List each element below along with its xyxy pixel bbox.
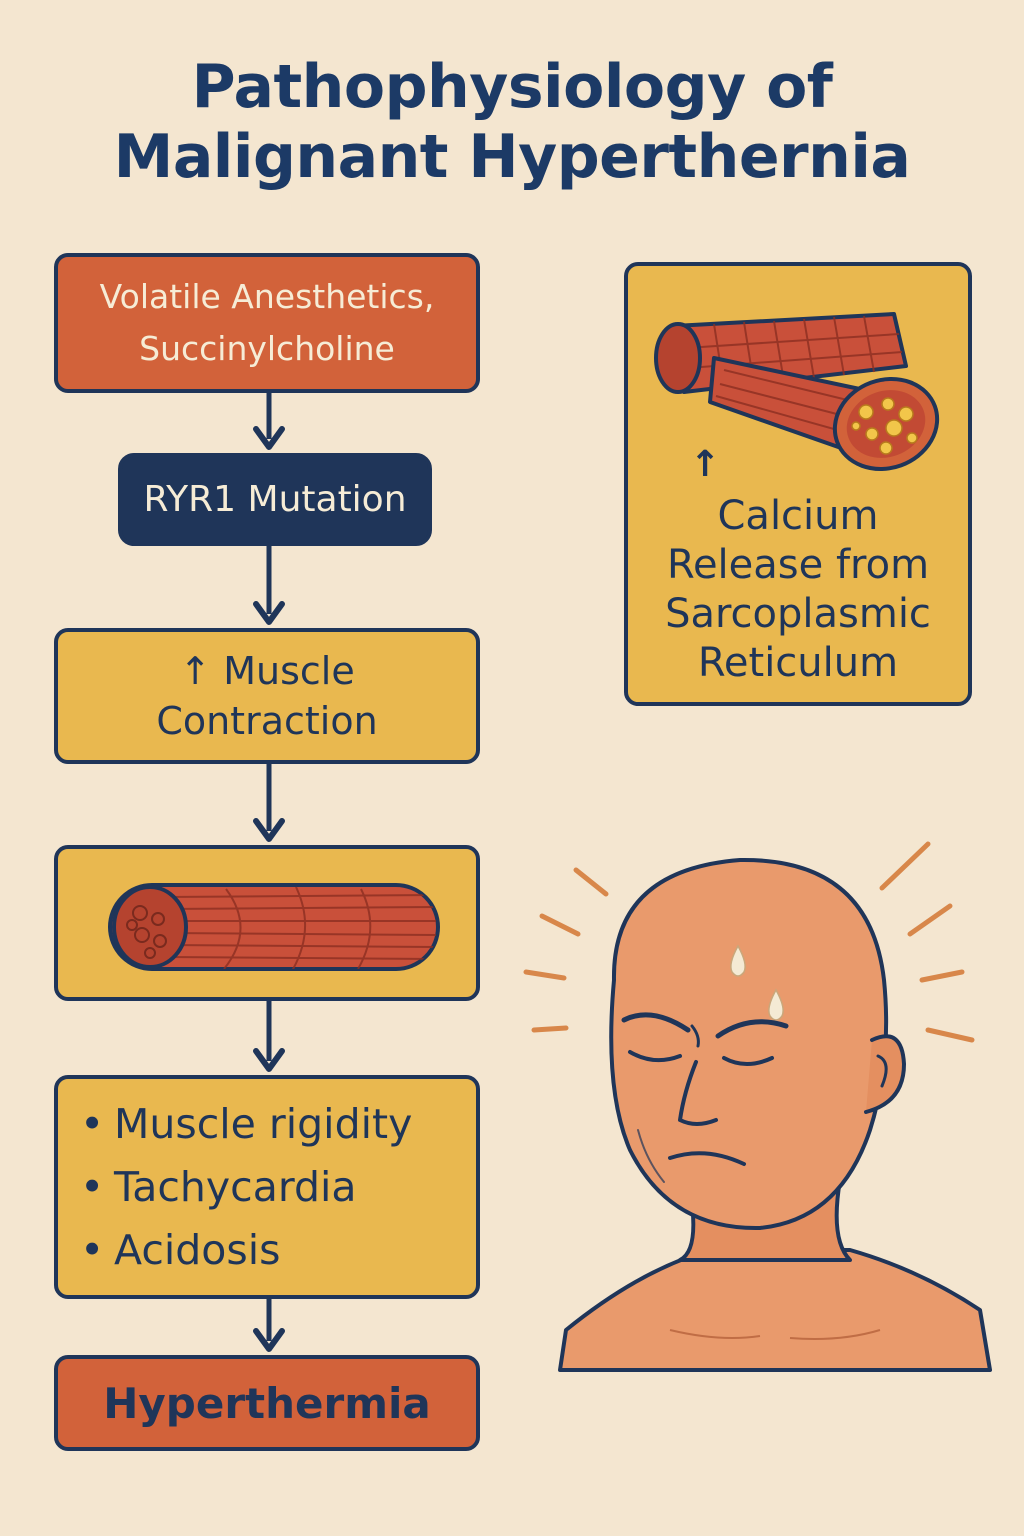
title-line-1: Pathophysiology of <box>191 52 833 122</box>
muscle-fiber-box <box>54 845 480 1001</box>
down-arrow-icon <box>253 1001 285 1072</box>
calcium-line-3: Sarcoplasmic <box>665 591 931 637</box>
sweat-drop <box>730 944 746 977</box>
sweat-drop <box>768 988 784 1021</box>
page-title: Pathophysiology of Malignant Hypertherni… <box>0 52 1024 192</box>
trigger-box: Volatile Anesthetics, Succinylcholine <box>54 253 480 393</box>
muscle-fiber-icon <box>108 883 440 971</box>
heat-lines <box>523 841 975 1043</box>
calcium-label: Calcium Release from Sarcoplasmic Reticu… <box>628 492 968 688</box>
ryr1-mutation-box: RYR1 Mutation <box>118 453 432 546</box>
down-arrow-icon <box>253 764 285 842</box>
contraction-line-1: ↑ Muscle <box>179 649 355 693</box>
title-line-2: Malignant Hyperthernia <box>113 122 911 192</box>
symptoms-list: Muscle rigidity Tachycardia Acidosis <box>58 1093 412 1282</box>
down-arrow-icon <box>253 393 285 450</box>
trigger-line-2: Succinylcholine <box>139 329 395 368</box>
hyperthermia-box: Hyperthermia <box>54 1355 480 1451</box>
increase-arrow: ↑ <box>690 444 721 485</box>
calcium-line-2: Release from <box>666 542 930 588</box>
muscle-cross-section-icon <box>654 312 940 472</box>
symptom-item: Acidosis <box>80 1219 412 1282</box>
calcium-line-1: Calcium <box>717 493 879 539</box>
symptom-item: Tachycardia <box>80 1156 412 1219</box>
contraction-line-2: Contraction <box>156 699 378 743</box>
symptom-item: Muscle rigidity <box>80 1093 412 1156</box>
symptoms-box: Muscle rigidity Tachycardia Acidosis <box>54 1075 480 1299</box>
muscle-contraction-box: ↑ Muscle Contraction <box>54 628 480 764</box>
ryr1-label: RYR1 Mutation <box>143 479 407 520</box>
hyperthermia-label: Hyperthermia <box>103 1378 431 1428</box>
trigger-line-1: Volatile Anesthetics, <box>99 277 435 316</box>
down-arrow-icon <box>253 546 285 625</box>
sweating-patient-icon <box>523 841 992 1372</box>
calcium-line-4: Reticulum <box>697 640 899 686</box>
calcium-release-box: ↑ Calcium Release from Sarcoplasmic Reti… <box>624 262 972 706</box>
down-arrow-icon <box>253 1299 285 1352</box>
